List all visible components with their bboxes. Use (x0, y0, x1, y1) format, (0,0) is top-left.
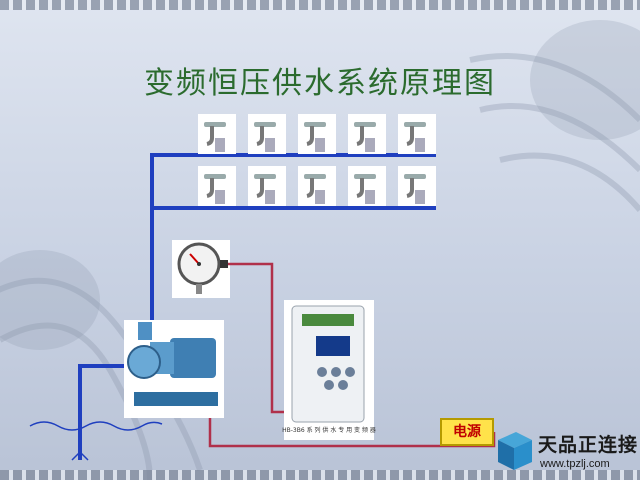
faucet-icon (298, 114, 336, 154)
faucet-row-top (198, 114, 436, 154)
inverter-caption: HB-3B6 系 列 供 水 专 用 变 频 器 (282, 426, 376, 434)
faucet-icon (248, 114, 286, 154)
faucet-row-bottom (198, 166, 436, 206)
top-border (0, 0, 640, 10)
faucet-icon (348, 114, 386, 154)
cube-logo-icon (498, 432, 532, 470)
frequency-inverter-icon (284, 300, 374, 440)
faucet-icon (298, 166, 336, 206)
main-pipe (150, 153, 436, 330)
pressure-gauge-icon (172, 240, 230, 298)
faucet-icon (348, 166, 386, 206)
logo-name: 天品正连接 (538, 434, 639, 456)
water-pump-icon (124, 320, 224, 418)
inlet-pipe (78, 364, 128, 460)
faucet-icon (198, 166, 236, 206)
faucet-icon (248, 166, 286, 206)
power-label: 电源 (440, 418, 494, 446)
page-title: 变频恒压供水系统原理图 (144, 66, 496, 101)
faucet-icon (198, 114, 236, 154)
gauge-to-inverter-wire (228, 262, 292, 414)
water-surface (29, 421, 163, 431)
bottom-border (0, 470, 640, 480)
inlet-mark (71, 450, 89, 461)
faucet-icon (398, 114, 436, 154)
logo-url: www.tpzlj.com (540, 458, 610, 470)
faucet-icon (398, 166, 436, 206)
